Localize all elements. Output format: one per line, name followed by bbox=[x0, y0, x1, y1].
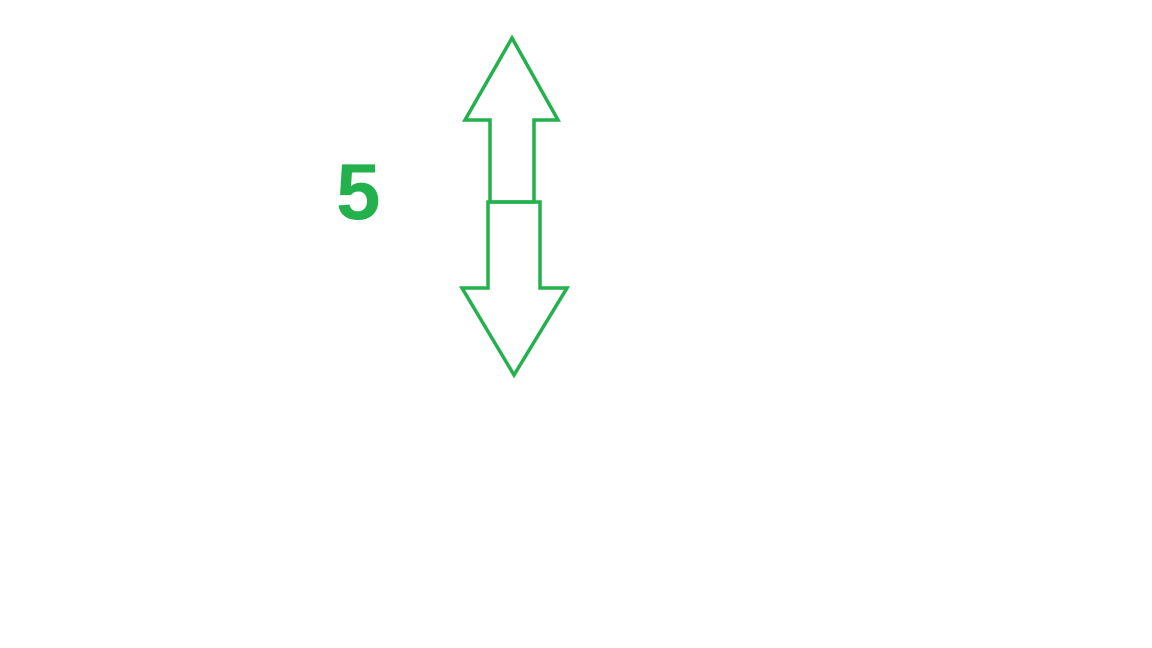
arrow-up-icon bbox=[461, 34, 561, 204]
number-label: 5 bbox=[336, 147, 381, 236]
arrow-down-icon bbox=[458, 200, 571, 379]
